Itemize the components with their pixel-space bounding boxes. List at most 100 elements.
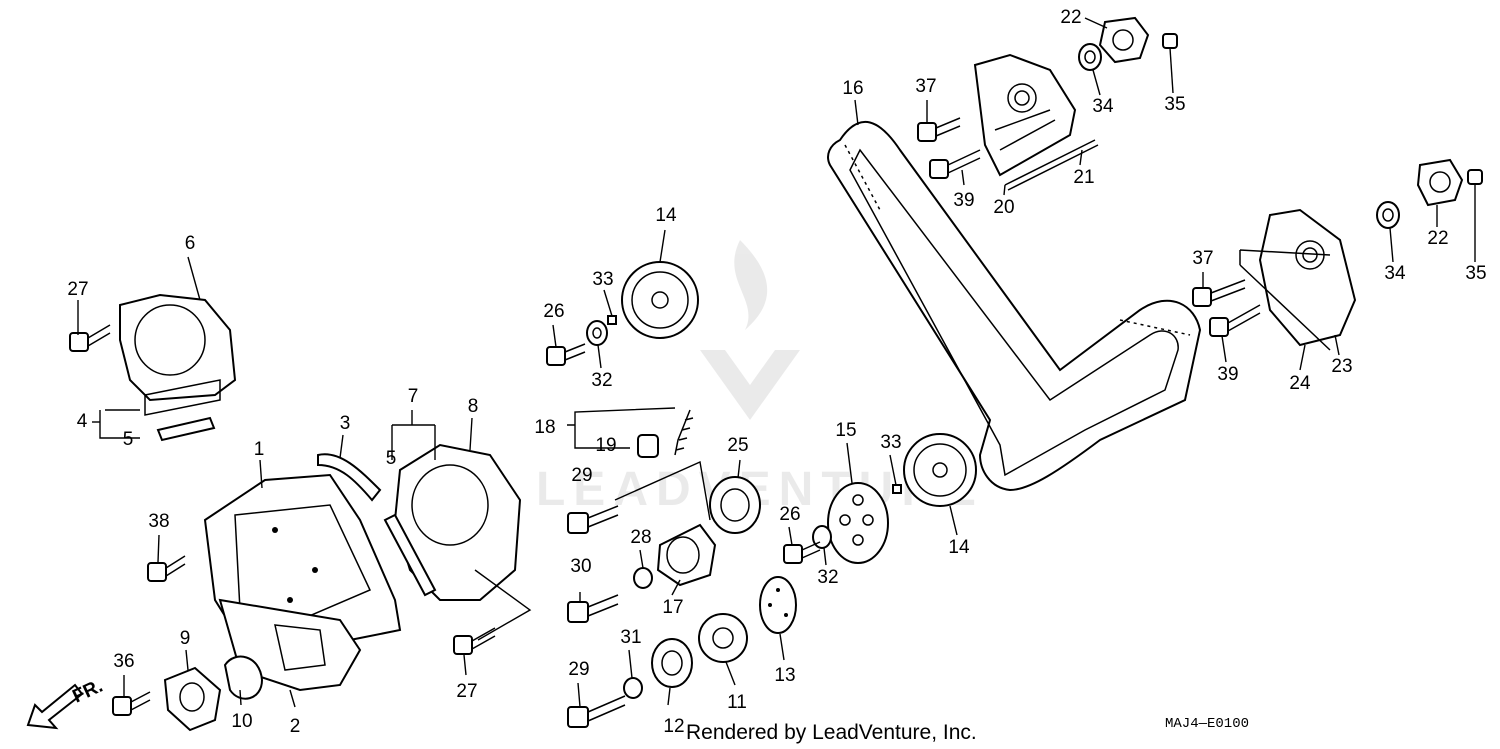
render-credit: Rendered by LeadVenture, Inc.: [686, 721, 977, 744]
label-35-top: 35: [1164, 94, 1185, 115]
bolt-37-top: [917, 117, 961, 142]
diagram-code: MAJ4—E0100: [1165, 716, 1249, 732]
label-32-top: 32: [591, 370, 612, 391]
label-37-top: 37: [915, 76, 936, 97]
timing-cover-8: [393, 443, 522, 601]
label-24: 24: [1289, 373, 1311, 394]
seal-22-top: [1098, 16, 1150, 64]
label-6: 6: [185, 233, 196, 254]
seal-strip-5-center: [383, 513, 437, 597]
label-26-top: 26: [543, 301, 564, 322]
label-36: 36: [113, 651, 134, 672]
label-15: 15: [835, 420, 856, 441]
timing-belt-cover-left: [119, 293, 237, 416]
tensioner-collar: [637, 434, 659, 458]
label-5-center: 5: [386, 448, 397, 469]
seal-22-right: [1416, 158, 1464, 207]
bushing-35-top: [1162, 33, 1178, 49]
bolt-26-lower: [783, 541, 821, 564]
timing-belt: [827, 120, 1202, 492]
label-22-top: 22: [1060, 7, 1081, 28]
key-33-top: [607, 315, 617, 325]
label-27-left: 27: [67, 279, 88, 300]
label-20: 20: [993, 197, 1014, 218]
label-33-top: 33: [592, 269, 613, 290]
label-17: 17: [662, 597, 683, 618]
crank-pulley-11: [698, 613, 748, 663]
label-32-lower: 32: [817, 567, 838, 588]
guide-plate-12: [651, 638, 693, 688]
label-2: 2: [290, 716, 301, 737]
gasket-strip-21: [1004, 139, 1099, 191]
seal-strip-5-left: [156, 416, 216, 442]
label-7: 7: [408, 386, 419, 407]
camshaft-pulley-lower: [903, 433, 977, 507]
label-19: 19: [595, 435, 616, 456]
label-30: 30: [570, 556, 591, 577]
label-25: 25: [727, 435, 748, 456]
gasket-strip-24: [1239, 249, 1331, 351]
label-12: 12: [663, 716, 684, 737]
bolt-38: [147, 555, 186, 582]
leader-lines: [77, 17, 1476, 708]
label-39-right: 39: [1217, 364, 1238, 385]
label-4: 4: [77, 411, 88, 432]
label-29-top: 29: [571, 465, 592, 486]
cover-9: [163, 666, 222, 732]
bolt-27-left: [69, 324, 111, 352]
bolt-26-top: [546, 343, 586, 366]
label-33-lower: 33: [880, 432, 901, 453]
label-26-lower: 26: [779, 504, 800, 525]
label-16: 16: [842, 78, 863, 99]
label-8: 8: [468, 396, 479, 417]
label-23: 23: [1331, 356, 1352, 377]
bolt-36: [112, 691, 151, 716]
label-1: 1: [254, 439, 265, 460]
washer-31: [623, 677, 643, 699]
label-11: 11: [727, 692, 747, 713]
front-arrow-icon: [26, 683, 84, 730]
tensioner-pulley-17: [656, 523, 717, 587]
idler-pulley-25: [709, 476, 761, 534]
pulley-15: [827, 482, 889, 564]
bolt-29-top: [567, 505, 619, 534]
timing-belt-cover-right: [1258, 208, 1357, 347]
label-39-top: 39: [953, 190, 974, 211]
label-10: 10: [231, 711, 252, 732]
label-3: 3: [340, 413, 351, 434]
timing-belt-cover-upper: [973, 53, 1077, 177]
label-5-left: 5: [123, 429, 134, 450]
guide-plate-13: [759, 576, 797, 634]
bolt-30: [567, 594, 619, 623]
oring-10: [223, 655, 264, 700]
key-33-lower: [892, 484, 902, 494]
camshaft-pulley-top: [621, 261, 699, 339]
bolt-29-bottom: [567, 695, 626, 728]
label-14-top: 14: [655, 205, 677, 226]
label-31: 31: [620, 627, 641, 648]
label-34-top: 34: [1092, 96, 1114, 117]
bolt-39-top: [929, 149, 981, 179]
label-37-right: 37: [1192, 248, 1213, 269]
label-13: 13: [774, 665, 795, 686]
label-28: 28: [630, 527, 651, 548]
bearing-34-top: [1078, 43, 1102, 71]
label-18: 18: [534, 417, 555, 438]
front-label: FR.: [69, 676, 106, 708]
bearing-34-right: [1376, 201, 1400, 229]
part-labels: 1 2 3 4 5 5 6 7 8 9 10 11 12 13 14 14 15…: [67, 7, 1486, 737]
label-14-lower: 14: [948, 537, 970, 558]
collar-28: [633, 567, 653, 589]
bolt-27-center: [453, 627, 496, 655]
label-38: 38: [148, 511, 169, 532]
bolt-37-right: [1192, 279, 1246, 307]
label-35-right: 35: [1465, 263, 1486, 284]
label-34-right: 34: [1384, 263, 1406, 284]
label-29-bottom: 29: [568, 659, 589, 680]
washer-32-top: [586, 320, 608, 346]
label-22-right: 22: [1427, 228, 1448, 249]
bushing-35-right: [1467, 169, 1483, 185]
label-27-center: 27: [456, 681, 477, 702]
tensioner-spring: [674, 409, 694, 456]
